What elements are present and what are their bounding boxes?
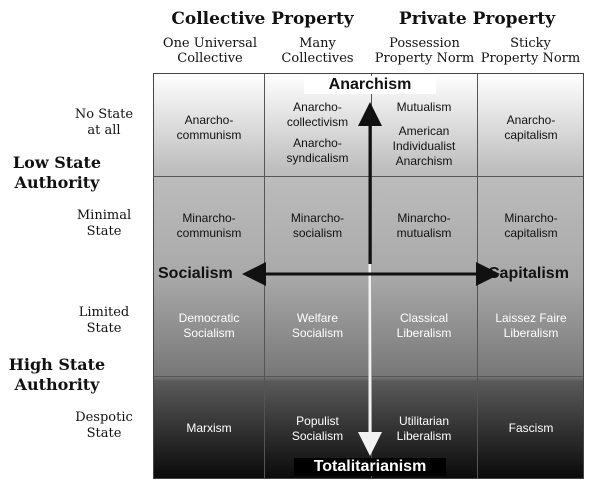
cell-fascism: Fascism [508,421,554,435]
political-grid: Anarcho- communism Anarcho- collectivism… [153,73,584,479]
private-property-heading: Private Property [398,9,556,29]
cell-democratic-socialism: Democratic Socialism [178,311,240,340]
cell-anarcho-syndicalism: Anarcho- syndicalism [286,136,349,165]
row-label-minimal: Minimal State [76,208,132,239]
cell-minarcho-communism: Minarcho- communism [176,211,242,240]
cell-welfare-socialism: Welfare Socialism [291,311,344,340]
cell-minarcho-socialism: Minarcho- socialism [290,211,345,240]
cell-anarcho-capitalism: Anarcho- capitalism [504,113,558,142]
col-sub-universal: One Universal Collective [162,36,258,66]
cell-anarcho-collectivism: Anarcho- collectivism [286,100,349,129]
cell-laissez-faire-liberalism: Laissez Faire Liberalism [495,311,567,340]
cell-classical-liberalism: Classical Liberalism [396,311,452,340]
row-label-no-state: No State at all [74,107,134,138]
col-sub-possession: Possession Property Norm [374,36,475,66]
axis-label-totalitarianism: Totalitarianism [294,458,446,476]
axis-label-capitalism: Capitalism [488,265,569,282]
low-state-authority-label: Low State Authority [12,153,102,192]
axis-label-socialism: Socialism [158,265,233,282]
row-label-limited: Limited State [78,305,130,336]
cell-populist-socialism: Populist Socialism [291,414,344,443]
axis-arrows [242,102,500,456]
cell-american-individualist-anarchism: American Individualist Anarchism [392,124,456,168]
cell-marxism: Marxism [186,421,232,435]
cell-mutualism: Mutualism [396,100,452,114]
high-state-authority-label: High State Authority [8,355,106,394]
col-sub-sticky: Sticky Property Norm [480,36,581,66]
row-label-despotic: Despotic State [75,410,133,441]
cell-anarcho-communism: Anarcho- communism [176,113,242,142]
cell-minarcho-capitalism: Minarcho- capitalism [504,211,558,240]
cell-minarcho-mutualism: Minarcho- mutualism [396,211,452,240]
axis-label-anarchism: Anarchism [304,76,436,94]
cell-utilitarian-liberalism: Utilitarian Liberalism [396,414,452,443]
col-sub-many: Many Collectives [281,36,354,66]
collective-property-heading: Collective Property [171,9,354,29]
